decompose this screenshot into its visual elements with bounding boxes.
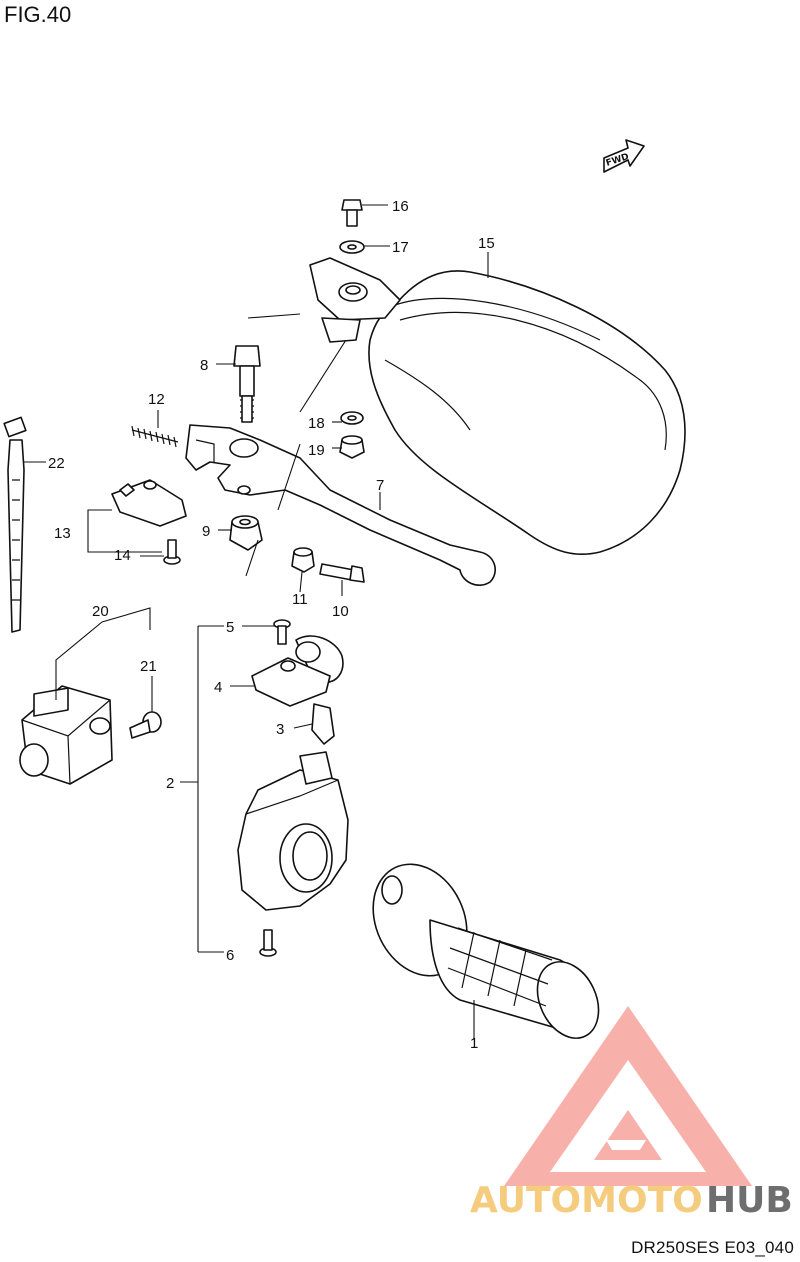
spring-12 [131, 425, 179, 448]
fwd-arrow-icon: FWD [603, 139, 645, 173]
throttle-grip-1 [372, 863, 600, 1039]
callout-1: 1 [470, 1035, 478, 1052]
callout-10: 10 [332, 603, 349, 620]
pivot-bolt-8 [233, 345, 261, 423]
fwd-label: FWD [605, 152, 630, 169]
lever-switch-13 [111, 479, 187, 527]
screw-5 [273, 619, 291, 645]
callout-12: 12 [148, 391, 165, 408]
diagram-code: DR250SES E03_040 [631, 1238, 794, 1257]
callout-20: 20 [92, 603, 109, 620]
bolt-10 [319, 563, 365, 583]
callout-19: 19 [308, 442, 325, 459]
callout-22: 22 [48, 455, 65, 472]
cable-holder-clamp [295, 635, 344, 683]
callout-21: 21 [140, 658, 157, 675]
callout-4: 4 [214, 679, 222, 696]
screw-6 [259, 929, 277, 957]
washer-18 [340, 411, 364, 425]
nut-19 [339, 435, 365, 459]
callout-18: 18 [308, 415, 325, 432]
throttle-housing-2 [237, 751, 349, 911]
callout-5: 5 [226, 619, 234, 636]
hand-guard [368, 270, 686, 556]
guard-mount-bracket [309, 257, 401, 343]
callout-8: 8 [200, 357, 208, 374]
callout-7: 7 [376, 477, 384, 494]
figure-title: FIG.40 [4, 2, 72, 27]
watermark-part1: AUTOMOTO [470, 1180, 703, 1221]
callout-13: 13 [54, 525, 71, 542]
nut-11 [291, 547, 315, 573]
plate-4 [251, 657, 331, 707]
washer-17 [339, 240, 365, 254]
watermark-part2: HUB [706, 1180, 793, 1221]
clip-3 [311, 703, 335, 745]
bolt-16 [341, 199, 363, 227]
leader-lines [24, 204, 489, 1040]
callout-17: 17 [392, 239, 409, 256]
cable-tie-22 [3, 416, 27, 633]
automotohub-watermark-logo: AUTOMOTO HUB [470, 1006, 793, 1221]
screw-21 [129, 711, 162, 739]
callout-16: 16 [392, 198, 409, 215]
starter-switch-20 [19, 685, 113, 785]
callout-6: 6 [226, 947, 234, 964]
callout-9: 9 [202, 523, 210, 540]
clutch-lever-7 [185, 424, 496, 586]
callout-3: 3 [276, 721, 284, 738]
callout-15: 15 [478, 235, 495, 252]
screw-14 [163, 539, 181, 565]
callout-2: 2 [166, 775, 174, 792]
callout-14: 14 [114, 547, 131, 564]
callout-11: 11 [292, 591, 308, 608]
bushing-9 [229, 515, 263, 551]
